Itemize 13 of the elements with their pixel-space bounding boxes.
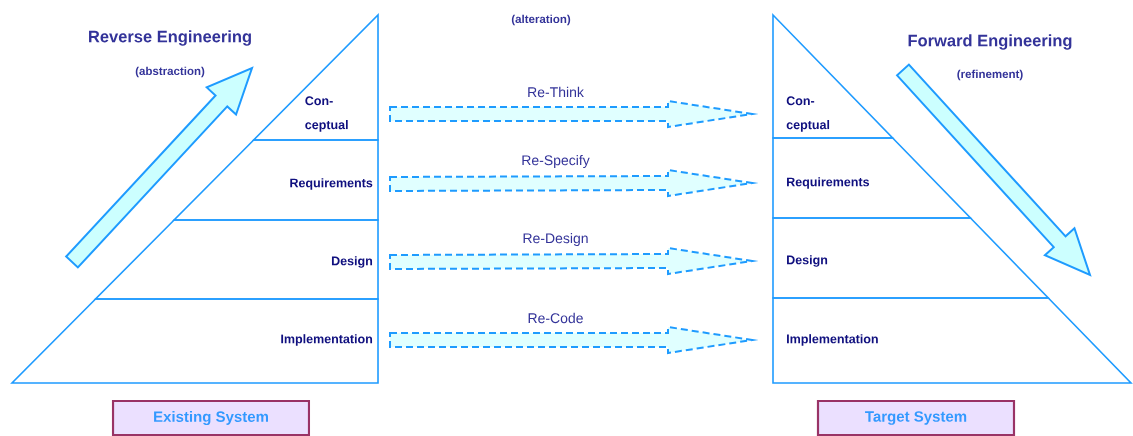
layer-band: Design: [772, 217, 1051, 299]
system-box: Target System: [816, 399, 1016, 436]
layer-band: Implementation: [772, 297, 1133, 384]
edge-label: Re-Specify: [520, 153, 591, 169]
system-box: Existing System: [111, 399, 311, 436]
heading-text: (refinement): [957, 69, 1023, 81]
edge-label: Re-Design: [521, 231, 590, 247]
heading-text: Forward Engineering: [908, 34, 1072, 50]
heading-text: (abstraction): [135, 66, 205, 78]
layer-band: Requirements: [772, 137, 973, 219]
edge-label: Re-Think: [526, 85, 585, 99]
edge-label: Re-Code: [526, 311, 585, 325]
heading-text: (alteration): [511, 14, 571, 26]
